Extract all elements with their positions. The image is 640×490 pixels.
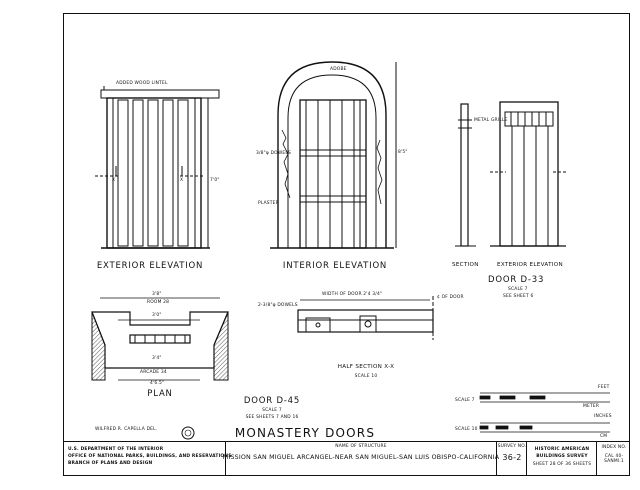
title-block: U.S. DEPARTMENT OF THE INTERIOR OFFICE O… (63, 441, 630, 476)
arcade-34-label: ARCADE 34 (140, 370, 167, 375)
structure-name: MISSION SAN MIGUEL ARCANGEL-NEAR SAN MIG… (222, 454, 500, 461)
agency-line-3: BRANCH OF PLANS AND DESIGN (68, 461, 153, 466)
door-d33-title: DOOR D-33 (488, 275, 545, 285)
section-d33-drawing (455, 103, 476, 247)
door-d45-scale: SCALE 7 (262, 408, 282, 413)
exterior-elevation-label: EXTERIOR ELEVATION (96, 261, 204, 271)
plan-dim-top: 3'8" (152, 292, 162, 297)
survey-number: 36-2 (502, 453, 522, 462)
index-number: CAL 40-SANMI.1 (604, 454, 624, 464)
exterior-height-dimension: 7'0" (210, 178, 220, 183)
exterior-elevation-d33-label: EXTERIOR ELEVATION (497, 262, 563, 268)
door-d45-see: SEE SHEETS 7 AND 16 (245, 415, 299, 420)
sheet-title: MONASTERY DOORS (234, 426, 376, 440)
survey-caption: SURVEY NO. (497, 444, 527, 449)
habs-cell: HISTORIC AMERICAN BUILDINGS SURVEY SHEET… (526, 442, 596, 475)
index-caption: INDEX NO. (601, 445, 627, 450)
index-cell: INDEX NO. CAL 40-SANMI.1 (596, 442, 630, 475)
exterior-elevation-d33-drawing (490, 101, 568, 247)
dowels-note: 3/8"φ DOWELS (256, 151, 291, 156)
plan-label: PLAN (147, 389, 173, 399)
center-of-door-note: ¢ OF DOOR (437, 295, 464, 300)
door-d33-see: SEE SHEET 6 (503, 294, 534, 299)
door-d45-title: DOOR D-45 (243, 396, 301, 406)
plan-drawing (91, 297, 229, 381)
half-section-drawing (297, 296, 434, 340)
graphic-scales (479, 392, 610, 433)
scale-10-label: SCALE 10 (455, 427, 478, 432)
plan-dim-bottom: 3'4" (152, 356, 162, 361)
plaster-note: PLASTER (258, 201, 279, 206)
habs-line-2: BUILDINGS SURVEY (536, 454, 588, 459)
structure-cell: NAME OF STRUCTURE MISSION SAN MIGUEL ARC… (222, 442, 500, 475)
scale-inches-unit: INCHES (594, 414, 612, 419)
interior-height-dimension: 8'5" (398, 150, 408, 155)
seal-icon (181, 426, 195, 440)
drawing-sheet-border (63, 13, 630, 476)
section-label: SECTION (452, 262, 479, 268)
scale-7-label: SCALE 7 (455, 398, 475, 403)
adobe-note: ADOBE (330, 67, 347, 72)
delineator-credit: WILFRED R. CAPELLA DEL. (95, 427, 158, 432)
room-28-label: ROOM 28 (147, 300, 170, 305)
structure-caption: NAME OF STRUCTURE (335, 444, 387, 449)
half-section-dowels-note: 2-3/8"φ DOWELS (258, 303, 298, 308)
survey-cell: SURVEY NO. 36-2 (496, 442, 526, 475)
scale-feet-unit: FEET (598, 385, 610, 390)
section-marker-right: X (180, 178, 184, 183)
exterior-elevation-drawing (95, 86, 220, 249)
section-marker-left: X (112, 178, 116, 183)
agency-line-2: OFFICE OF NATIONAL PARKS, BUILDINGS, AND… (68, 454, 232, 459)
half-section-label: HALF SECTION X-X (337, 364, 395, 370)
sheet-number: SHEET 28 OF 36 SHEETS (532, 462, 592, 467)
interior-elevation-drawing (270, 61, 397, 249)
interior-elevation-label: INTERIOR ELEVATION (282, 261, 388, 271)
width-of-door-note: WIDTH OF DOOR 2'4 3/4" (322, 292, 383, 297)
metal-grille-note: METAL GRILLE (474, 118, 508, 123)
door-d33-scale: SCALE 7 (508, 287, 528, 292)
plan-dim-bottom-2: 4'6.5" (150, 381, 165, 386)
habs-line-1: HISTORIC AMERICAN (534, 447, 590, 452)
plan-dim-inner: 3'0" (152, 313, 162, 318)
added-wood-lintel-note: ADDED WOOD LINTEL (116, 81, 168, 86)
half-section-scale: SCALE 10 (354, 374, 378, 379)
scale-cm-unit: CM (600, 434, 608, 439)
scale-meter-unit: METER (583, 404, 600, 409)
agency-line-1: U.S. DEPARTMENT OF THE INTERIOR (68, 447, 164, 452)
